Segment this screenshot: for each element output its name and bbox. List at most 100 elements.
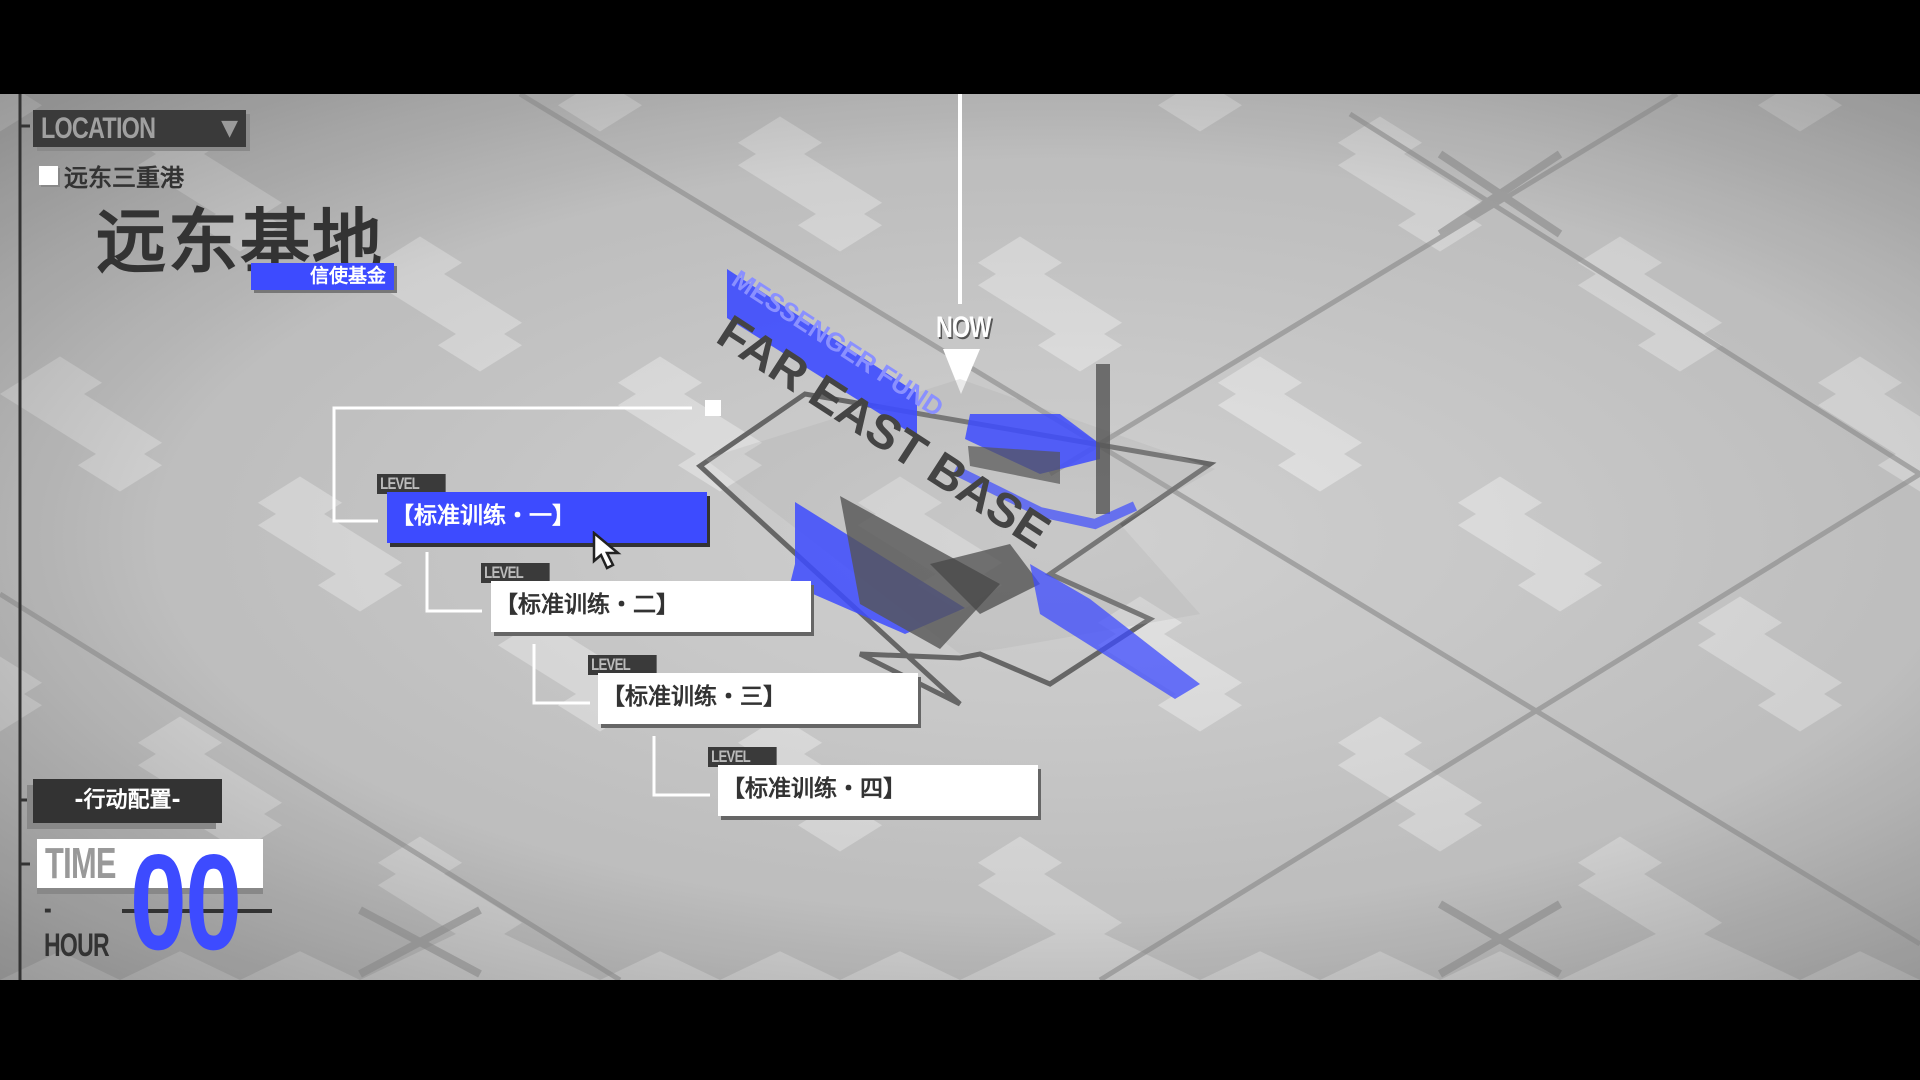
checker-tile: [1044, 694, 1236, 814]
checker-tile: [144, 514, 336, 634]
location-tag: 信使基金: [251, 263, 394, 290]
checker-tile: [444, 214, 636, 334]
now-marker-icon: [943, 349, 980, 394]
checker-tile: [744, 94, 936, 154]
checker-tile: [24, 274, 216, 394]
checker-tile: [1584, 634, 1776, 754]
action-config-button[interactable]: -行动配置-: [33, 779, 222, 823]
checker-tile: [1404, 214, 1596, 334]
checker-tile: [144, 394, 336, 514]
checker-tile: [1884, 611, 1920, 657]
checker-tile: [144, 634, 336, 754]
checker-tile: [1584, 514, 1776, 634]
chevron-down-icon[interactable]: ▼: [221, 116, 238, 141]
checker-tile: [1164, 814, 1356, 934]
checker-tile: [0, 154, 96, 274]
checker-tile: [1764, 694, 1920, 814]
checker-tile: [324, 574, 516, 694]
checker-tile: [1704, 274, 1896, 394]
checker-tile: [744, 874, 936, 980]
checker-tile: [1644, 94, 1836, 214]
checker-tile: [624, 94, 816, 154]
checker-tile: [444, 694, 636, 814]
checker-tile: [444, 94, 636, 214]
checker-tile: [1344, 274, 1536, 394]
checker-tile: [144, 874, 336, 980]
checker-tile: [504, 154, 696, 274]
checker-tile: [504, 274, 696, 394]
checker-tile: [1104, 154, 1296, 274]
checker-tile: [84, 214, 276, 334]
checker-tile: [564, 214, 756, 334]
checker-tile: [1524, 454, 1716, 574]
checker-tile: [0, 274, 96, 394]
checker-tile: [264, 874, 456, 980]
time-panel: TIME: [37, 839, 263, 888]
checker-tile: [1584, 394, 1776, 514]
now-label: NOW: [936, 311, 992, 344]
checker-tile: [1644, 454, 1836, 574]
checker-tile: [564, 694, 756, 814]
checker-tile: [1224, 94, 1416, 154]
level-button[interactable]: 【标准训练・三】: [598, 673, 918, 724]
checker-tile: [624, 874, 816, 980]
checker-tile: [1164, 694, 1356, 814]
checker-tile: [1404, 814, 1596, 934]
checker-tile: [204, 94, 396, 214]
level-button[interactable]: 【标准训练・四】: [718, 765, 1038, 816]
checker-tile: [1164, 574, 1356, 694]
checker-tile: [1464, 274, 1656, 394]
letterbox-bottom: [0, 980, 1920, 1080]
checker-tile: [1704, 514, 1896, 634]
checker-tile: [1044, 94, 1236, 214]
checker-tile: [0, 874, 96, 980]
checker-tile: [1524, 334, 1716, 454]
checker-tile: [1104, 754, 1296, 874]
checker-tile: [864, 874, 1056, 980]
checker-tile: [204, 694, 396, 814]
checker-tile: [1764, 574, 1920, 694]
checker-tile: [24, 634, 216, 754]
checker-tile: [504, 394, 696, 514]
checker-tile: [324, 94, 516, 214]
checker-tile: [1224, 514, 1416, 634]
level-button[interactable]: 【标准训练・二】: [491, 581, 811, 632]
checker-tile: [444, 814, 636, 934]
checker-tile: [1644, 334, 1836, 454]
checker-tile: [1284, 574, 1476, 694]
checker-tile: [264, 634, 456, 754]
checker-tile: [1284, 454, 1476, 574]
checker-tile: [384, 154, 576, 274]
checker-tile: [1344, 874, 1536, 980]
location-header[interactable]: LOCATION ▼: [33, 110, 246, 147]
checker-tile: [1764, 814, 1920, 934]
checker-tile: [1284, 814, 1476, 934]
checker-tile: [804, 214, 996, 334]
cursor-icon: [592, 531, 622, 570]
checker-tile: [1644, 814, 1836, 934]
checker-tile: [984, 514, 1176, 634]
checker-tile: [1104, 874, 1296, 980]
level-tag: LEVEL: [708, 747, 777, 767]
checker-tile: [1824, 514, 1920, 634]
checker-tile: [984, 154, 1176, 274]
checker-tile: [204, 574, 396, 694]
map-background: MESSENGER FUND FAR EAST BASE: [0, 94, 1920, 980]
region-checkbox[interactable]: [39, 166, 58, 185]
checker-tile: [1824, 754, 1920, 874]
checker-tile: [24, 514, 216, 634]
checker-tile: [1164, 214, 1356, 334]
time-label: TIME: [45, 839, 116, 888]
checker-tile: [1344, 394, 1536, 514]
checker-tile: [24, 874, 216, 980]
checker-tile: [1524, 94, 1716, 214]
checker-tile: [1344, 94, 1536, 154]
checker-tile: [564, 814, 756, 934]
checker-tile: [1584, 754, 1776, 874]
checker-tile: [1224, 274, 1416, 394]
checker-tile: [1824, 154, 1920, 274]
checker-tile: [1524, 574, 1716, 694]
level-button[interactable]: 【标准训练・一】: [387, 492, 707, 543]
checker-tile: [684, 814, 876, 934]
checker-tile: [744, 394, 936, 514]
